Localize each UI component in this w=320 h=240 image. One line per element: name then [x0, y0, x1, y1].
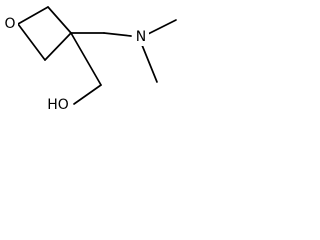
bond-ring-right: [47, 6, 72, 34]
hydroxyl-label-background: [42, 95, 72, 114]
bond-ring-left: [17, 23, 46, 61]
bond-ring-bottom: [44, 32, 72, 61]
bond-nitrogen-methyl-right: [145, 19, 177, 36]
bond-c3-ch2-hydroxyl: [70, 32, 102, 86]
bond-nitrogen-methyl-down: [141, 44, 158, 83]
oxygen-label-background: [6, 15, 18, 33]
hydroxyl-label: HO: [47, 97, 69, 113]
bond-ch2-nitrogen: [103, 32, 132, 37]
molecule-structure: O N HO: [4, 6, 177, 114]
bond-ring-top: [17, 6, 49, 25]
oxetane-oxygen-label: O: [4, 16, 15, 32]
nitrogen-label-background: [133, 28, 149, 46]
amine-nitrogen-label: N: [136, 29, 146, 45]
bond-ch2-hydroxyl: [73, 84, 102, 105]
